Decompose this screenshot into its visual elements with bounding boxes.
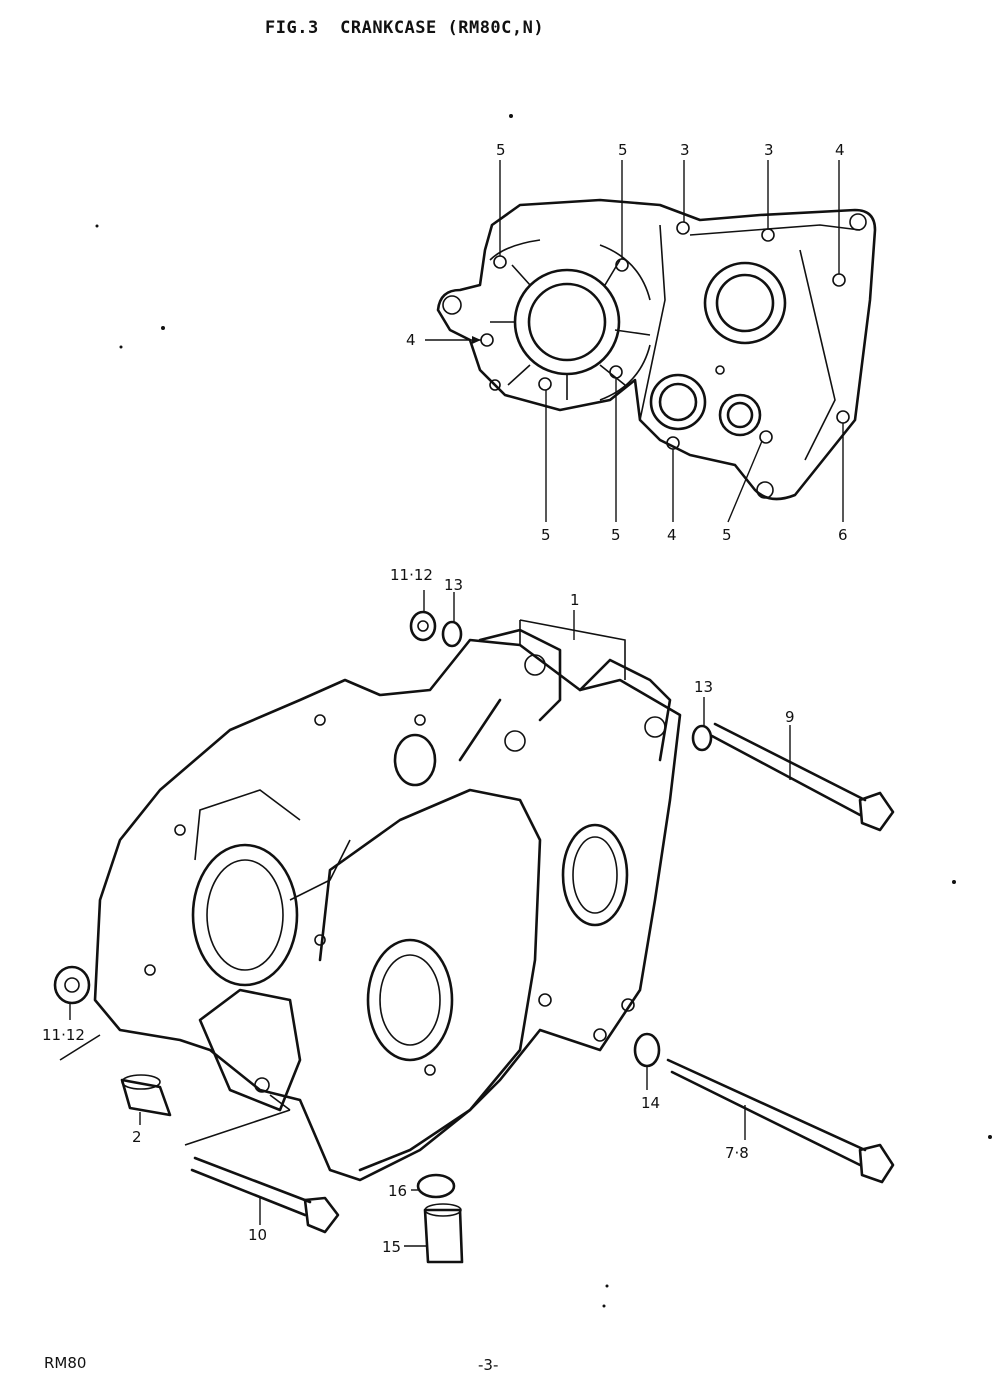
callout-part-14: 14	[641, 1094, 660, 1112]
callout-4-b: 4	[406, 331, 416, 349]
callout-part-11-12-top: 11·12	[390, 566, 433, 584]
callout-5-d: 5	[611, 526, 621, 544]
callout-6: 6	[838, 526, 848, 544]
figure-title: FIG.3 CRANKCASE (RM80C,N)	[265, 18, 545, 38]
crankcase-right-half-drawing	[436, 198, 877, 501]
callout-part-10: 10	[248, 1226, 267, 1244]
callout-5-a: 5	[496, 141, 506, 159]
callout-3-b: 3	[764, 141, 774, 159]
page-number: -3-	[478, 1356, 499, 1374]
callout-3-a: 3	[680, 141, 690, 159]
callout-part-2: 2	[132, 1128, 142, 1146]
callout-part-11-12-left: 11·12	[42, 1026, 85, 1044]
loose-parts	[53, 610, 895, 1264]
top-leader-lines	[425, 160, 844, 523]
callout-5-c: 5	[541, 526, 551, 544]
bottom-leader-lines	[69, 590, 791, 1247]
callout-part-13-top: 13	[444, 576, 463, 594]
callout-4-a: 4	[835, 141, 845, 159]
scan-specks	[95, 114, 992, 1308]
callout-4-c: 4	[667, 526, 677, 544]
callout-part-16: 16	[388, 1182, 407, 1200]
callout-5-e: 5	[722, 526, 732, 544]
callout-part-9: 9	[785, 708, 795, 726]
callout-part-15: 15	[382, 1238, 401, 1256]
callout-part-7-8: 7·8	[725, 1144, 749, 1162]
callout-5-b: 5	[618, 141, 628, 159]
crankcase-assembly-drawing	[59, 619, 682, 1182]
callout-part-13-right: 13	[694, 678, 713, 696]
model-label: RM80	[44, 1354, 87, 1372]
callout-part-1: 1	[570, 591, 580, 609]
